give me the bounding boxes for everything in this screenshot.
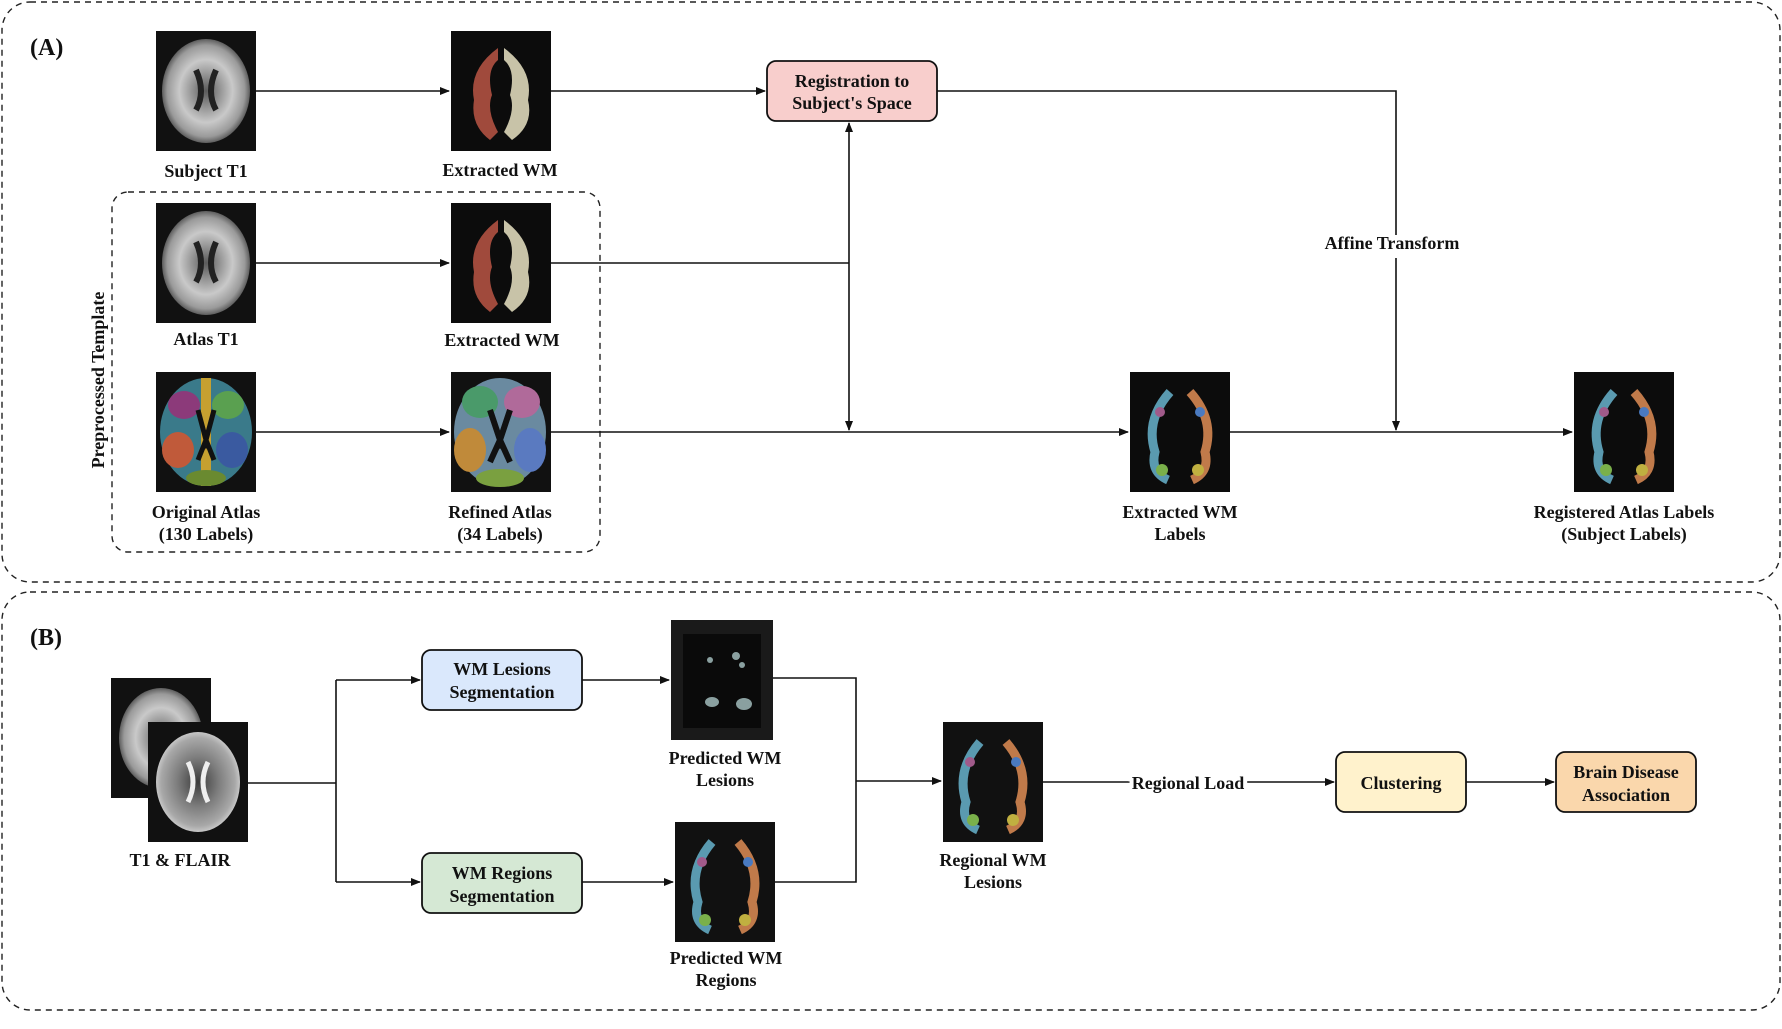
extracted-wm-label-1: Extracted WM — [442, 160, 557, 180]
registration-label-2: Subject's Space — [792, 93, 912, 113]
predicted-lesions-label-2: Lesions — [696, 770, 754, 790]
extracted-wm-labels-label-1: Extracted WM — [1122, 502, 1237, 522]
wm-regions-seg-label-2: Segmentation — [450, 886, 555, 906]
wm-lesions-seg-label-1: WM Lesions — [453, 659, 551, 679]
refined-atlas-label-2: (34 Labels) — [457, 524, 543, 545]
extracted-wm-labels-label-2: Labels — [1154, 524, 1205, 544]
regional-wm-lesions-image — [943, 722, 1043, 842]
refined-atlas-image — [451, 372, 551, 492]
brain-disease-label-2: Association — [1582, 785, 1670, 805]
regional-wm-lesions-label-2: Lesions — [964, 872, 1022, 892]
predicted-regions-label-1: Predicted WM — [670, 948, 783, 968]
affine-transform-label: Affine Transform — [1325, 233, 1460, 253]
predicted-regions-label-2: Regions — [695, 970, 756, 990]
regional-wm-lesions-label-1: Regional WM — [939, 850, 1046, 870]
original-atlas-label-2: (130 Labels) — [159, 524, 254, 545]
t1-flair-label: T1 & FLAIR — [129, 850, 231, 870]
registered-labels-label-1: Registered Atlas Labels — [1534, 502, 1715, 522]
predicted-lesions-label-1: Predicted WM — [669, 748, 782, 768]
regional-load-label: Regional Load — [1132, 773, 1245, 793]
wm-lesions-seg-label-2: Segmentation — [450, 682, 555, 702]
panel-b-frame — [1, 591, 1781, 1011]
preprocessed-template-group — [111, 191, 601, 553]
brain-disease-association-box — [1555, 751, 1697, 813]
panel-a-tag: (A) — [30, 35, 63, 61]
clustering-label: Clustering — [1361, 773, 1442, 793]
original-atlas-image — [156, 372, 256, 492]
panel-b-tag: (B) — [30, 625, 62, 651]
predicted-wm-lesions-image — [671, 620, 773, 740]
atlas-t1-label: Atlas T1 — [173, 329, 238, 349]
extracted-wm-image-2 — [451, 203, 551, 323]
subject-t1-image — [156, 31, 256, 151]
original-atlas-label-1: Original Atlas — [152, 502, 261, 522]
predicted-wm-regions-image — [675, 822, 775, 942]
extracted-wm-image-1 — [451, 31, 551, 151]
panel-b-connectors — [248, 676, 1555, 886]
preprocessed-template-label: Preprocessed Template — [88, 292, 108, 469]
atlas-t1-image — [156, 203, 256, 323]
panel-a-connectors — [256, 87, 1573, 436]
wm-regions-seg-label-1: WM Regions — [452, 863, 553, 883]
registration-label-1: Registration to — [795, 71, 909, 91]
panel-a-frame — [1, 1, 1781, 583]
extracted-wm-labels-image — [1130, 372, 1230, 492]
wm-regions-segmentation-box — [421, 852, 583, 914]
subject-t1-label: Subject T1 — [164, 161, 247, 181]
extracted-wm-label-2: Extracted WM — [444, 330, 559, 350]
registered-labels-label-2: (Subject Labels) — [1561, 524, 1687, 545]
refined-atlas-label-1: Refined Atlas — [448, 502, 552, 522]
t1-flair-image — [111, 678, 248, 842]
registered-atlas-labels-image — [1574, 372, 1674, 492]
brain-disease-label-1: Brain Disease — [1573, 762, 1679, 782]
